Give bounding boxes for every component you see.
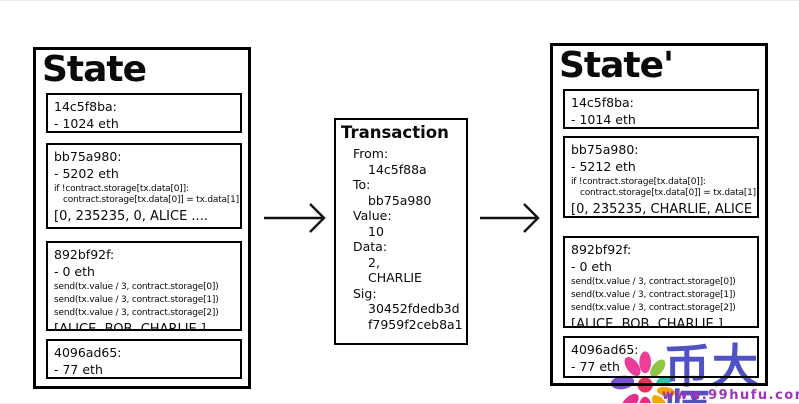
contract-storage: [0, 235235, CHARLIE, ALICE ..	[571, 202, 759, 217]
account-address: 892bf92f:	[571, 242, 632, 257]
contract-code-line: send(tx.value / 3, contract.storage[1])	[54, 295, 219, 305]
tx-value-label: Value:	[353, 208, 392, 223]
account-balance: - 1014 eth	[571, 112, 636, 127]
account-address: bb75a980:	[571, 142, 639, 157]
contract-code-line: send(tx.value / 3, contract.storage[1])	[571, 290, 736, 300]
account-address: 4096ad65:	[571, 342, 639, 357]
state-box-before: State 14c5f8ba: - 1024 eth bb75a980: - 5…	[33, 47, 251, 389]
account-balance: - 0 eth	[571, 259, 612, 274]
transaction-title: Transaction	[341, 123, 449, 142]
watermark-url-text: www.99hufu.com	[662, 388, 799, 403]
contract-code-line: send(tx.value / 3, contract.storage[0])	[571, 277, 736, 287]
account-address: 14c5f8ba:	[54, 99, 117, 114]
tx-data-value: CHARLIE	[368, 270, 422, 285]
transaction-to-state-arrow-icon	[480, 203, 540, 233]
account-box-14c5f8ba: 14c5f8ba: - 1024 eth	[46, 93, 242, 133]
contract-code-line: contract.storage[tx.data[0]] = tx.data[1…	[63, 195, 239, 205]
tx-sig-value: f7959f2ceb8a1	[368, 316, 463, 332]
contract-code-line: contract.storage[tx.data[0]] = tx.data[1…	[580, 188, 756, 198]
account-balance: - 77 eth	[571, 359, 620, 374]
account-address: 14c5f8ba:	[571, 95, 634, 110]
account-box-892bf92f: 892bf92f: - 0 eth send(tx.value / 3, con…	[563, 236, 759, 328]
contract-code-line: send(tx.value / 3, contract.storage[2])	[571, 303, 736, 313]
account-box-4096ad65: 4096ad65: - 77 eth	[46, 339, 242, 379]
state-box-after: State' 14c5f8ba: - 1014 eth bb75a980: - …	[550, 43, 768, 386]
account-address: 892bf92f:	[54, 247, 115, 262]
tx-to-label: To:	[353, 177, 371, 192]
account-box-bb75a980: bb75a980: - 5212 eth if !contract.storag…	[563, 136, 759, 218]
tx-data-label: Data:	[353, 239, 388, 254]
contract-storage: [0, 235235, 0, ALICE ....	[54, 209, 208, 224]
account-address: 4096ad65:	[54, 345, 122, 360]
account-balance: - 5212 eth	[571, 159, 636, 174]
tx-data-value: 2,	[368, 254, 380, 270]
contract-storage: [ALICE, BOB, CHARLIE ]	[571, 317, 723, 328]
account-box-bb75a980: bb75a980: - 5202 eth if !contract.storag…	[46, 143, 242, 229]
account-address: bb75a980:	[54, 149, 122, 164]
account-balance: - 1024 eth	[54, 116, 119, 131]
account-balance: - 5202 eth	[54, 166, 119, 181]
tx-sig-value: 30452fdedb3d	[368, 301, 460, 316]
account-balance: - 77 eth	[54, 362, 103, 377]
transaction-box: Transaction From: 14c5f88a To: bb75a980 …	[334, 118, 468, 345]
tx-to-value: bb75a980	[368, 192, 432, 208]
tx-from-value: 14c5f88a	[368, 161, 427, 177]
contract-code-line: send(tx.value / 3, contract.storage[2])	[54, 308, 219, 318]
account-balance: - 0 eth	[54, 264, 95, 279]
contract-code-line: if !contract.storage[tx.data[0]]:	[571, 177, 706, 187]
contract-code-line: if !contract.storage[tx.data[0]]:	[54, 184, 189, 194]
tx-sig-label: Sig:	[353, 285, 377, 301]
contract-code-line: send(tx.value / 3, contract.storage[0])	[54, 282, 219, 292]
state-prime-title: State'	[559, 45, 674, 86]
state-to-transaction-arrow-icon	[264, 203, 326, 233]
contract-storage: [ALICE, BOB, CHARLIE ]	[54, 322, 206, 331]
account-box-892bf92f: 892bf92f: - 0 eth send(tx.value / 3, con…	[46, 241, 242, 331]
state-title: State	[42, 49, 147, 90]
tx-from-label: From:	[353, 146, 389, 161]
account-box-4096ad65: 4096ad65: - 77 eth	[563, 336, 759, 378]
tx-value-value: 10	[368, 223, 384, 239]
account-box-14c5f8ba: 14c5f8ba: - 1014 eth	[563, 89, 759, 129]
